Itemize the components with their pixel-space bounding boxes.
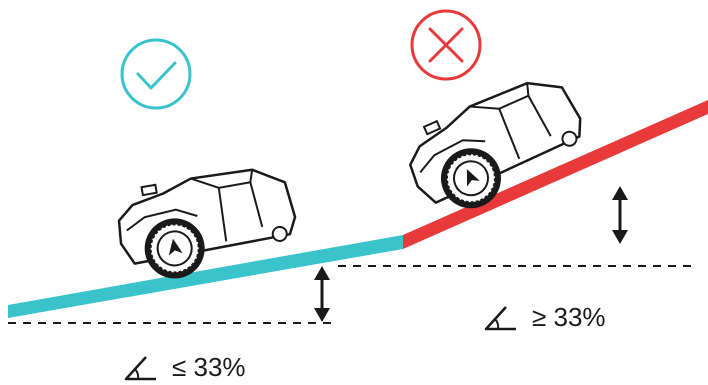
steep-slope-value: ≥ 33% <box>532 302 606 332</box>
angle-icon <box>484 305 516 330</box>
gentle-slope-label: ≤ 33% <box>122 352 246 383</box>
steep-slope-label: ≥ 33% <box>482 302 606 333</box>
angle-icon <box>124 355 156 380</box>
x-circle-icon <box>410 9 482 81</box>
gentle-slope-value: ≤ 33% <box>172 352 246 382</box>
double-arrow-vertical-icon <box>612 186 628 244</box>
gentle-slope <box>8 235 403 318</box>
check-circle-icon <box>120 38 192 110</box>
robot-mower-ok <box>117 168 297 279</box>
robot-mower-bad <box>409 81 582 209</box>
steep-slope <box>403 100 708 249</box>
double-arrow-vertical-icon <box>314 266 330 322</box>
